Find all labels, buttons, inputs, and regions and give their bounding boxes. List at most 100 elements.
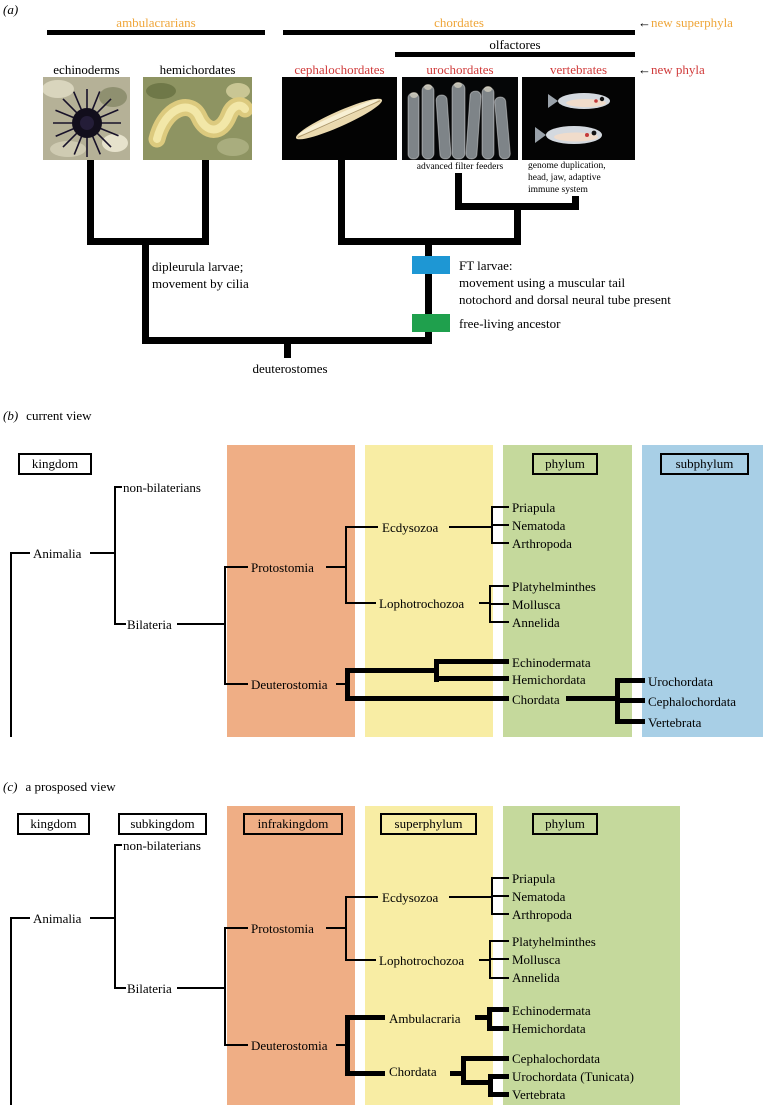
branch-line <box>345 1015 385 1020</box>
node-protostomia: Protostomia <box>251 560 314 575</box>
branch-line <box>224 683 248 685</box>
node-annelida: Annelida <box>512 970 560 985</box>
branch-line <box>345 602 376 604</box>
branch-line <box>479 959 490 961</box>
branch-line <box>461 1056 466 1085</box>
branch-line <box>224 1044 248 1046</box>
branch-line <box>487 1026 509 1031</box>
node-hemichordata: Hemichordata <box>512 672 586 687</box>
node-non-bilaterians: non-bilaterians <box>123 838 201 853</box>
phylum-band <box>503 445 632 737</box>
branch-line <box>489 621 509 623</box>
branch-line <box>487 1007 492 1031</box>
infrakingdom-band <box>227 445 355 737</box>
rank-box-infrakingdom: infrakingdom <box>243 813 343 835</box>
branch-line <box>491 895 509 897</box>
taxon-label-urochordates: urochordates <box>426 62 494 77</box>
node-nematoda: Nematoda <box>512 889 566 904</box>
branch-line <box>615 698 645 703</box>
branch-line <box>455 203 579 210</box>
branch-line <box>10 552 12 737</box>
fish-photo <box>522 77 635 160</box>
branch-line <box>142 337 432 344</box>
node-animalia: Animalia <box>33 546 82 561</box>
branch-line <box>336 1044 345 1046</box>
vertebrate-trait-note: genome duplication, head, jaw, adaptive … <box>528 161 606 195</box>
branch-line <box>345 668 437 673</box>
rank-box-kingdom: kingdom <box>17 813 90 835</box>
branch-line <box>345 668 350 701</box>
branch-line <box>487 1007 509 1012</box>
lancelet-photo <box>282 77 397 160</box>
rank-box-phylum: phylum <box>532 453 598 475</box>
branch-line <box>615 719 645 724</box>
node-urochordata: Urochordata <box>648 674 713 689</box>
branch-line <box>345 896 378 898</box>
branch-line <box>114 844 116 989</box>
branch-line <box>338 160 345 242</box>
branch-line <box>90 917 115 919</box>
branch-line <box>10 917 12 1105</box>
group-label-chordates: chordates <box>434 15 484 30</box>
node-bilateria: Bilateria <box>127 617 172 632</box>
rank-box-superphylum: superphylum <box>380 813 477 835</box>
subphylum-band <box>642 445 763 737</box>
node-protostomia: Protostomia <box>251 921 314 936</box>
branch-line <box>491 877 509 879</box>
rank-box-subphylum: subphylum <box>660 453 749 475</box>
taxon-label-vertebrates: vertebrates <box>549 62 608 77</box>
branch-line <box>488 1074 509 1079</box>
rank-box-subkingdom: subkingdom <box>118 813 207 835</box>
node-arthropoda: Arthropoda <box>512 536 572 551</box>
left-arrow-icon: ← <box>638 62 651 77</box>
sea-urchin-photo <box>43 77 130 160</box>
new-superphyla-note: ←new superphyla <box>638 15 733 30</box>
branch-line <box>434 659 509 664</box>
branch-line <box>345 1071 385 1076</box>
branch-line <box>177 623 225 625</box>
new-phyla-note: ←new phyla <box>638 62 705 77</box>
branch-line <box>488 1092 509 1097</box>
group-label-ambulacrarians: ambulacrarians <box>116 15 196 30</box>
branch-line <box>615 678 645 683</box>
branch-line <box>455 173 462 207</box>
branch-line <box>284 342 291 358</box>
node-urochordata-tunicata: Urochordata (Tunicata) <box>512 1069 634 1084</box>
node-cephalochordata: Cephalochordata <box>648 694 737 709</box>
deuterostomes-label: deuterostomes <box>252 361 328 376</box>
node-echinodermata: Echinodermata <box>512 655 591 670</box>
panel-c-title: (c)a prosposed view <box>3 779 116 794</box>
branch-line <box>566 696 620 701</box>
ft-larvae-marker <box>412 256 450 274</box>
branch-line <box>345 526 378 528</box>
branch-line <box>345 696 509 701</box>
branch-line <box>114 486 116 625</box>
branch-line <box>489 585 509 587</box>
branch-line <box>90 552 115 554</box>
branch-line <box>142 243 149 340</box>
branch-line <box>224 927 248 929</box>
node-arthropoda: Arthropoda <box>512 907 572 922</box>
branch-line <box>489 977 509 979</box>
branch-line <box>87 160 94 242</box>
panel-a-label: (a) <box>3 2 19 17</box>
acorn-worm-photo <box>143 77 252 160</box>
node-hemichordata: Hemichordata <box>512 1021 586 1036</box>
branch-line <box>491 524 509 526</box>
node-mollusca: Mollusca <box>512 597 561 612</box>
branch-line <box>514 208 521 242</box>
branch-line <box>10 917 30 919</box>
branch-line <box>338 238 521 245</box>
node-nematoda: Nematoda <box>512 518 566 533</box>
free-living-ancestor-note: free-living ancestor <box>459 316 561 331</box>
node-non-bilaterians: non-bilaterians <box>123 480 201 495</box>
rank-box-kingdom: kingdom <box>18 453 92 475</box>
node-priapula: Priapula <box>512 871 556 886</box>
olfactores-bar <box>395 52 635 57</box>
node-echinodermata: Echinodermata <box>512 1003 591 1018</box>
branch-line <box>489 958 509 960</box>
node-lophotrochozoa: Lophotrochozoa <box>379 953 465 968</box>
node-platyhelminthes: Platyhelminthes <box>512 934 596 949</box>
branch-line <box>491 506 509 508</box>
branch-line <box>489 940 509 942</box>
